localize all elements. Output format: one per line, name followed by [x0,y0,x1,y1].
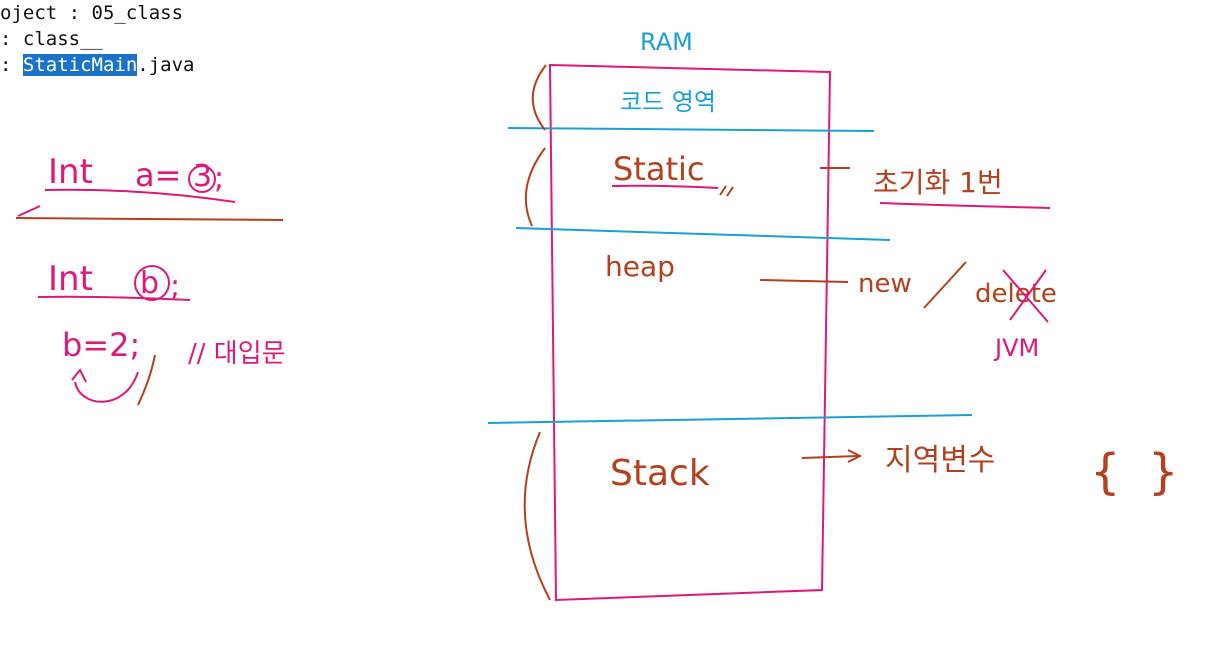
stack-arrowhead [847,449,863,463]
delete-cross [1002,269,1049,323]
static-label: Static [613,150,705,188]
file-name-selection[interactable]: StaticMain [22,54,138,76]
assign-comment: // 대입문 [188,339,286,369]
static-ditto-marks [719,185,734,197]
declaration-with-init: Int a= 3 ; [15,152,284,221]
package-prefix: : [0,28,23,50]
file-info-header: oject : 05_class : class__ : StaticMain.… [0,0,194,78]
project-name: 05_class [91,2,184,24]
int-keyword-b: Int [48,259,93,299]
static-bracket [524,147,546,227]
package-name: class__ [22,28,103,50]
int-keyword-a: Int [48,152,93,192]
value-circle [188,165,216,193]
underline-b [37,295,191,301]
separator-line [15,217,284,221]
underline-a [44,188,236,203]
heap-slash [923,261,967,309]
semicolon-b: ; [170,269,180,304]
divider-heap-stack [487,414,973,424]
static-underline [611,184,719,189]
assign-loop-arrow [74,371,139,403]
assign-text: b=2; [62,326,140,364]
ram-title: RAM [640,28,693,56]
semicolon-a: ; [214,161,224,196]
assign-arrowhead [71,368,87,383]
ram-box [548,63,832,602]
assign-stroke [137,354,156,406]
file-extension: .java [137,54,195,76]
var-a-assign: a= [135,156,181,194]
var-b: b [140,266,159,301]
ram-diagram: RAM 코드 영역 Static 초기화 1번 heap new delete … [487,28,1179,602]
stack-label: Stack [610,453,710,494]
static-note-underline [879,202,1051,209]
declaration-only: Int b ; [37,259,191,304]
static-note: 초기화 1번 [873,166,1003,199]
heap-label: heap [605,250,675,283]
project-line: oject : 05_class [0,0,194,26]
assignment-statement: b=2; // 대입문 [62,326,286,406]
file-prefix: : [0,54,23,76]
separator-tick [17,205,41,217]
heap-new: new [858,269,912,299]
heap-connector [759,279,849,283]
divider-static-heap [515,227,891,241]
code-area-label: 코드 영역 [620,88,716,116]
divider-code-static [507,127,875,132]
project-prefix: oject : [0,2,92,24]
package-line: : class__ [0,26,194,52]
heap-jvm: JVM [993,334,1039,362]
stack-note: 지역변수 [885,443,995,478]
stack-arrow-shaft [801,455,859,459]
stack-bracket [523,431,551,601]
code-bracket [531,64,547,131]
var-b-circle [134,265,170,301]
close-brace: } [1148,444,1179,500]
open-brace: { [1090,444,1121,500]
file-line: : StaticMain.java [0,52,194,78]
